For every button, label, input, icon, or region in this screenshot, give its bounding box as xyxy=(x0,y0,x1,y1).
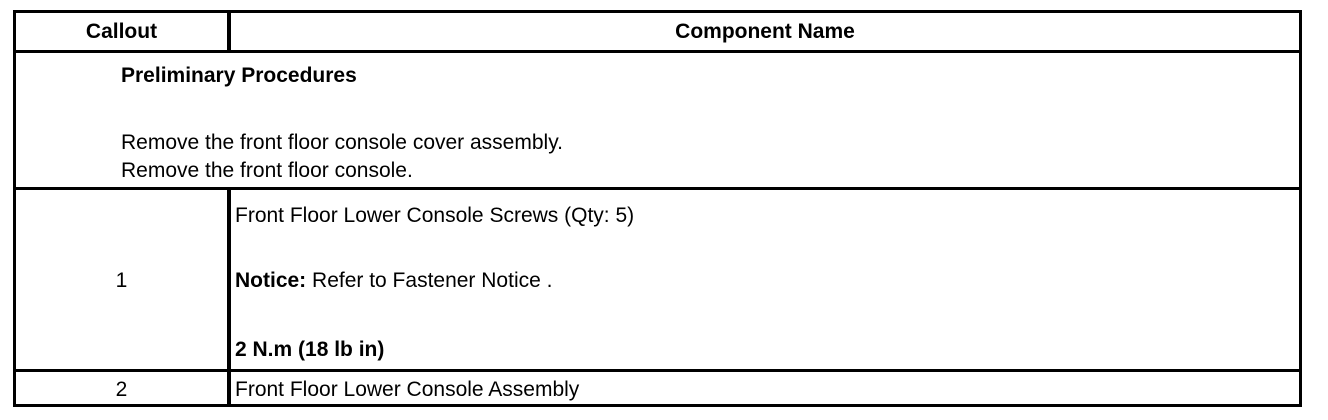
notice-label: Notice: xyxy=(235,269,307,292)
preliminary-step: Remove the front floor console. xyxy=(121,159,413,182)
header-column-divider xyxy=(227,13,231,50)
row-2-component-name: Front Floor Lower Console Assembly xyxy=(235,378,580,401)
preliminary-divider xyxy=(16,187,1299,190)
row-1-divider xyxy=(16,369,1299,372)
header-divider xyxy=(16,50,1299,53)
row-1-notice: Notice: Refer to Fastener Notice . xyxy=(235,269,552,293)
preliminary-title: Preliminary Procedures xyxy=(121,64,357,87)
procedure-table: Callout Component Name Preliminary Proce… xyxy=(13,10,1302,407)
row-1-component-name: Front Floor Lower Console Screws (Qty: 5… xyxy=(235,204,635,227)
row-2-callout: 2 xyxy=(115,378,128,401)
preliminary-step: Remove the front floor console cover ass… xyxy=(121,131,563,154)
rows-column-divider xyxy=(227,190,231,404)
row-1-torque: 2 N.m (18 lb in) xyxy=(235,338,385,361)
header-callout: Callout xyxy=(85,20,158,43)
row-1-callout: 1 xyxy=(115,269,128,292)
notice-text: Refer to Fastener Notice . xyxy=(306,269,553,292)
header-component-name: Component Name xyxy=(675,20,855,43)
